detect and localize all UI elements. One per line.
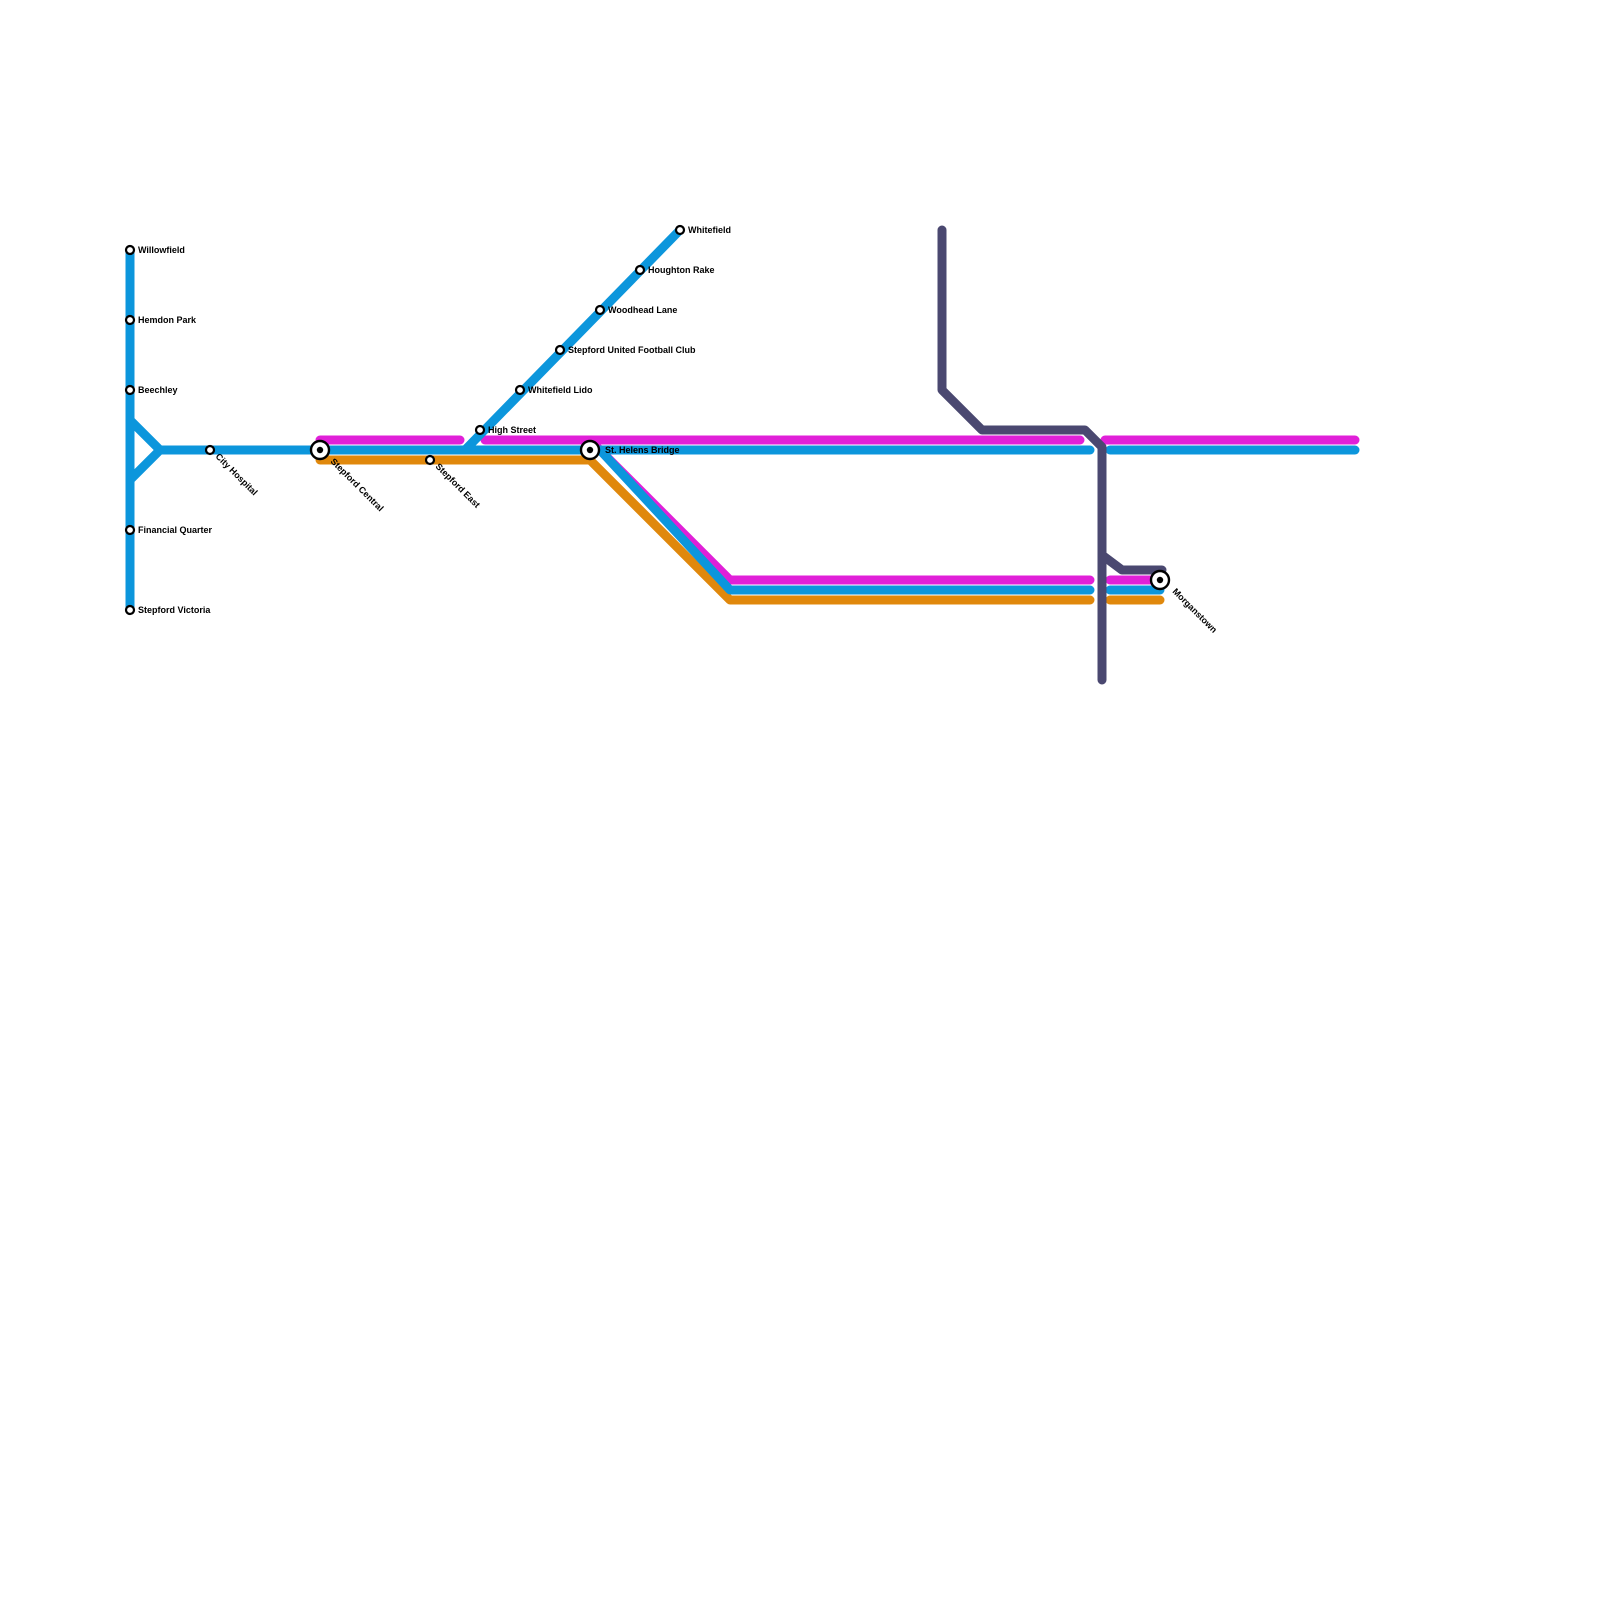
station-stepford-united[interactable]: Stepford United Football Club <box>554 344 696 356</box>
station-willowfield[interactable]: Willowfield <box>124 244 185 256</box>
station-marker[interactable] <box>124 604 136 616</box>
station-marker[interactable] <box>204 444 216 456</box>
station-marker[interactable] <box>424 454 436 466</box>
station-stepford-victoria[interactable]: Stepford Victoria <box>124 604 211 616</box>
station-marker[interactable] <box>514 384 526 396</box>
blue-line-whitefield-branch <box>460 225 685 455</box>
magenta-line-segment-south <box>585 435 1095 585</box>
station-label: High Street <box>488 425 536 435</box>
station-beechley[interactable]: Beechley <box>124 384 178 396</box>
slate-line-segment-morganstown <box>1097 550 1167 575</box>
station-marker[interactable] <box>634 264 646 276</box>
line-orange <box>315 455 1165 605</box>
station-label: Willowfield <box>138 245 185 255</box>
orange-line-segment-main <box>315 455 1095 605</box>
blue-line-junction-south <box>125 445 165 485</box>
station-whitefield-lido[interactable]: Whitefield Lido <box>514 384 593 396</box>
interchange-center <box>586 446 594 454</box>
interchange-center <box>1156 576 1164 584</box>
station-label: Whitefield <box>688 225 731 235</box>
blue-line-junction-north <box>125 415 165 455</box>
station-label: Morganstown <box>1171 586 1219 634</box>
station-label: Stepford United Football Club <box>568 345 696 355</box>
station-whitefield[interactable]: Whitefield <box>674 224 731 236</box>
station-marker[interactable] <box>554 344 566 356</box>
station-marker[interactable] <box>674 224 686 236</box>
blue-line-south-branch <box>595 445 1095 595</box>
line-blue <box>125 225 1360 615</box>
station-hemdon-park[interactable]: Hemdon Park <box>124 314 197 326</box>
station-houghton-rake[interactable]: Houghton Rake <box>634 264 715 276</box>
station-label: Whitefield Lido <box>528 385 593 395</box>
station-marker[interactable] <box>124 384 136 396</box>
station-marker[interactable] <box>594 304 606 316</box>
slate-line-segment-north <box>937 225 1107 685</box>
station-marker[interactable] <box>474 424 486 436</box>
station-label: Beechley <box>138 385 178 395</box>
station-label: City Hospital <box>214 451 260 497</box>
station-marker[interactable] <box>124 524 136 536</box>
station-marker[interactable] <box>124 314 136 326</box>
station-label: Woodhead Lane <box>608 305 677 315</box>
station-label: St. Helens Bridge <box>605 445 680 455</box>
station-label: Stepford Victoria <box>138 605 211 615</box>
station-high-street[interactable]: High Street <box>474 424 536 436</box>
station-label: Financial Quarter <box>138 525 213 535</box>
station-label: Houghton Rake <box>648 265 715 275</box>
station-label: Hemdon Park <box>138 315 197 325</box>
station-financial-quarter[interactable]: Financial Quarter <box>124 524 213 536</box>
interchange-center <box>316 446 324 454</box>
station-st-helens-bridge[interactable]: St. Helens Bridge <box>579 439 680 461</box>
line-slate <box>937 225 1167 685</box>
station-label: Stepford East <box>434 461 482 509</box>
station-marker[interactable] <box>124 244 136 256</box>
station-woodhead-lane[interactable]: Woodhead Lane <box>594 304 677 316</box>
station-label: Stepford Central <box>329 456 386 513</box>
